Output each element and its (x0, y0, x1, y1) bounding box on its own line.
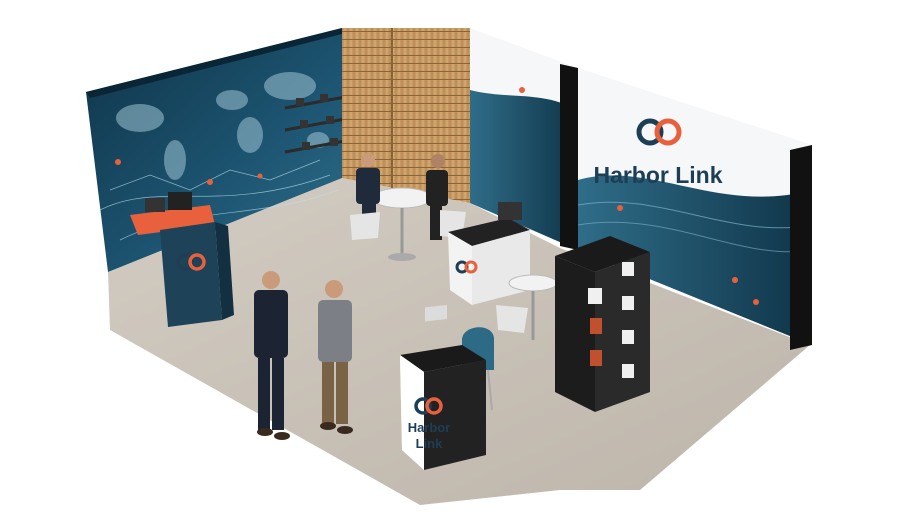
header-logo: Harbor Link (593, 118, 723, 188)
tablet-icon (498, 202, 522, 220)
bistro-table (496, 274, 558, 340)
standing-man-left (254, 271, 290, 440)
mug-icon (622, 262, 634, 378)
merch-bookshelf (555, 236, 650, 412)
wave-network-nodes (519, 87, 759, 305)
counter-logo (176, 253, 206, 271)
book-icon (590, 318, 602, 366)
podium-brand-line1: Harbor (408, 420, 451, 435)
meeting-table (371, 187, 433, 261)
network-nodes (115, 159, 263, 185)
right-wall-wave-graphic: Harbor Link (470, 28, 813, 350)
brand-wordmark: Harbor Link (593, 162, 722, 188)
laptop-icon (145, 198, 165, 212)
podium-logo (414, 397, 443, 415)
welcome-podium: Harbor Link (400, 305, 486, 470)
standing-man-right (318, 280, 353, 434)
two-interlinked-rings-logo (636, 118, 682, 146)
podium-brand-line2: Link (416, 436, 443, 451)
plinth-logo (455, 260, 478, 274)
seated-man (350, 153, 380, 240)
left-demo-counter (130, 192, 234, 327)
